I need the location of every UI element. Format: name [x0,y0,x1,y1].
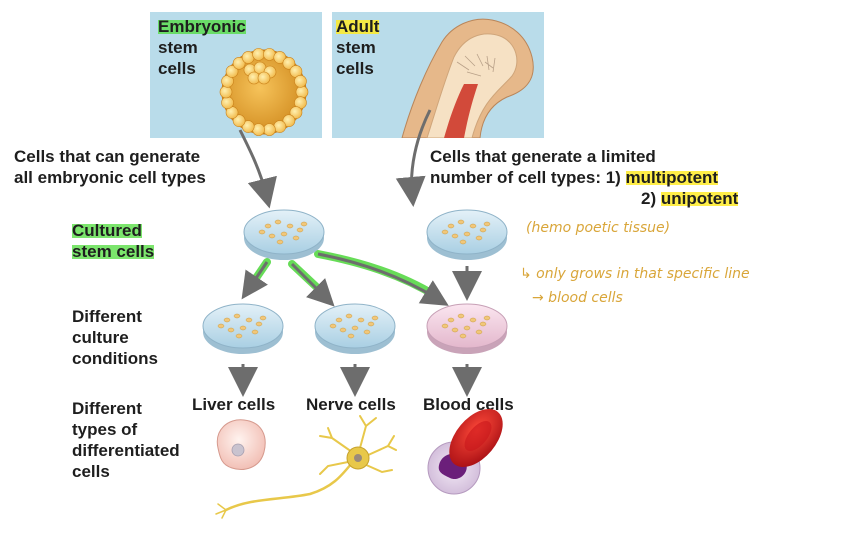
dish-cell [259,315,267,321]
dish-cell [329,323,337,329]
dish-cell [441,323,449,329]
dish-cell [347,333,355,339]
dish-cell [274,219,282,225]
nerve-cells-label: Nerve cells [306,395,396,414]
dish-cell [235,333,243,339]
dish-cell [357,317,365,323]
dish-cell [296,227,304,233]
cultured-label: Cultured stem cells [72,221,155,261]
embryonic-title: Embryonic [158,17,246,36]
inner-cell-mass-cell [257,71,271,85]
dish-cell [339,327,347,333]
dish-cell [268,233,276,239]
dish-cell [255,321,263,327]
unipotent-term: unipotent [660,189,739,208]
dish-cell [217,323,225,329]
dish-cell [345,313,353,319]
dish-cell [483,221,491,227]
dish-cell [463,325,471,331]
dish-cell [459,333,467,339]
dish-cell [286,223,294,229]
bone-marrow-illustration [401,18,534,138]
blastocyst-cell [241,120,255,133]
dish-cell [459,239,467,245]
dish-cell [447,317,455,323]
multipotent-term: multipotent [625,168,719,187]
dish-cell [371,315,379,321]
liver-cells-label: Liver cells [192,395,276,414]
dish-cell [351,325,359,331]
note-hemopoietic: (hemo poetic tissue) [526,220,671,236]
adult-panel: Adult stem cells [332,12,544,138]
dish-cell [451,327,459,333]
dish-cell [227,327,235,333]
dish-cell [300,221,308,227]
dish-cell [276,239,284,245]
blastocyst-cell [282,114,296,128]
dish-cell [335,317,343,323]
dish-cell [264,223,272,229]
embryonic-arrow [238,129,277,209]
dish-cell [258,229,266,235]
adult-arrow [395,109,432,207]
adult-caption: Cells that generate a limited number of … [430,147,719,187]
dish-cell [441,229,449,235]
blood-cells-illustration [427,408,503,495]
dish-cell [469,317,477,323]
blastocyst-cell [282,56,296,70]
blastocyst-cell [294,74,307,88]
dish-cell [451,233,459,239]
dish-cell [479,227,487,233]
dish-cell [363,329,371,335]
note-blood-cells: → blood cells [532,290,623,306]
blastocyst-cell [232,56,246,70]
dish-cell [251,329,259,335]
blastocyst-cell [232,114,246,128]
dish-cell [447,223,455,229]
dish-cell [469,223,477,229]
nerve-cell-illustration [215,415,397,519]
differentiated-label: Different types of differentiated cells [72,399,180,481]
branch-arrows [241,250,449,307]
blastocyst-illustration [219,48,309,136]
dish-cell [463,231,471,237]
dish-cell [475,235,483,241]
blastocyst-cell [289,106,303,119]
dish-cell [239,325,247,331]
dish-cell [457,313,465,319]
embryonic-caption: Cells that can generate all embryonic ce… [14,147,206,187]
blastocyst-cell [225,65,239,78]
unipotent-line: 2) unipotent [641,189,739,208]
blastocyst-cell [273,51,287,64]
dish-cell [479,321,487,327]
dish-cell [367,321,375,327]
dish-cell [457,219,465,225]
dish-cell [483,315,491,321]
liver-cell-illustration [216,419,266,470]
culture-conditions-label: Different culture conditions [72,307,158,368]
dish-cell [245,317,253,323]
dish-cell [233,313,241,319]
embryonic-panel: Embryonic stem cells [150,12,322,138]
dish-cell [475,329,483,335]
dish-cell [292,235,300,241]
note-specific-line: ↳ only grows in that specific line [520,266,750,282]
adult-title: Adult [336,17,380,36]
dish-cell [280,231,288,237]
dish-cell [223,317,231,323]
